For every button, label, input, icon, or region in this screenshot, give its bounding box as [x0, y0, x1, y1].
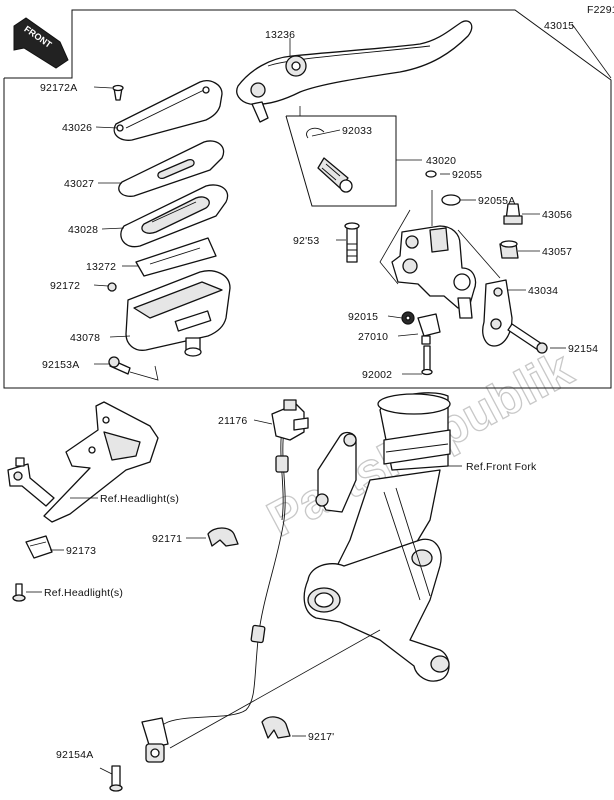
label-43020: 43020	[426, 155, 456, 167]
label-43057: 43057	[542, 246, 572, 258]
lead-bracket-2	[457, 229, 501, 279]
reservoir-float	[135, 237, 217, 277]
label-ref-front-fork: Ref.Front Fork	[466, 461, 537, 473]
label-ref-headlight-2: Ref.Headlight(s)	[44, 587, 123, 599]
reservoir-diaphragm	[120, 184, 229, 248]
lead-43015	[571, 23, 612, 79]
label-43056: 43056	[542, 209, 572, 221]
front-fork	[303, 392, 451, 682]
reservoir-tank	[125, 270, 231, 357]
label-92015: 92015	[348, 311, 378, 323]
label-92055: 92055	[452, 169, 482, 181]
lead-92172a	[93, 86, 113, 89]
lead-92015	[387, 315, 403, 319]
pivot-bolt	[344, 222, 360, 263]
clamp-92171-upper	[207, 527, 239, 547]
clip-92173	[25, 535, 53, 559]
screw-92172a	[112, 84, 124, 101]
label-92173: 92173	[66, 545, 96, 557]
label-92033: 92033	[342, 125, 372, 137]
label-92002: 92002	[362, 369, 392, 381]
label-92171-a: 92171	[152, 533, 182, 545]
label-43026: 43026	[62, 122, 92, 134]
label-43078: 43078	[70, 332, 100, 344]
lead-21176	[253, 419, 273, 425]
brake-lever	[236, 20, 473, 123]
lead-43026	[95, 126, 119, 129]
lead-sensor-to-fork	[169, 629, 381, 749]
brake-switch	[417, 313, 441, 345]
lead-43020	[299, 106, 422, 161]
reservoir-plate	[118, 140, 225, 197]
front-arrow-icon: FRONT	[13, 17, 69, 69]
label-43015: 43015	[544, 20, 574, 32]
lead-bracket	[379, 209, 411, 285]
bleed-valve	[503, 203, 523, 225]
label-92172a: 92172A	[40, 82, 77, 94]
headlight-bracket	[7, 401, 159, 523]
label-92153a: 92153A	[42, 359, 79, 371]
label-27010: 27010	[358, 331, 388, 343]
lead-92033	[311, 129, 341, 137]
washer-92055	[425, 170, 437, 178]
label-43034: 43034	[528, 285, 558, 297]
clip-92033	[306, 127, 325, 139]
screw-92172	[107, 282, 117, 292]
lead-92153a	[94, 363, 159, 381]
assembly-border	[3, 9, 612, 389]
bolt-headlight	[12, 583, 26, 602]
lead-27010	[397, 333, 419, 337]
piston-kit	[317, 157, 353, 193]
bolt-92153a	[108, 356, 131, 375]
label-92055a: 92055A	[478, 195, 515, 207]
label-92172: 92172	[50, 280, 80, 292]
figure-code: F2291	[587, 4, 614, 16]
sensor-wire	[141, 399, 309, 763]
label-43028: 43028	[68, 224, 98, 236]
pivot-nut	[401, 311, 415, 325]
screw-92002	[421, 345, 433, 376]
clamp-holder	[482, 279, 513, 347]
label-13236: 13236	[265, 29, 295, 41]
inset-box	[285, 115, 397, 207]
bolt-92154a	[109, 765, 123, 792]
label-92153-top: 92'53	[293, 235, 319, 247]
label-43027: 43027	[64, 178, 94, 190]
reservoir-cap	[113, 80, 223, 141]
bleed-cap	[499, 240, 519, 259]
lead-92172	[93, 284, 109, 287]
label-13272: 13272	[86, 261, 116, 273]
label-92154a: 92154A	[56, 749, 93, 761]
label-21176: 21176	[218, 415, 247, 427]
lead-92154a	[99, 767, 113, 775]
master-cylinder-body	[391, 225, 477, 319]
lead-43078	[109, 335, 131, 338]
label-ref-headlight-1: Ref.Headlight(s)	[100, 493, 179, 505]
label-92171-b: 9217'	[308, 731, 334, 743]
label-92154: 92154	[568, 343, 598, 355]
lead-43028	[101, 227, 125, 230]
bolt-92154	[507, 323, 548, 354]
clamp-92171-lower	[261, 716, 291, 739]
o-ring-92055a	[441, 194, 461, 206]
